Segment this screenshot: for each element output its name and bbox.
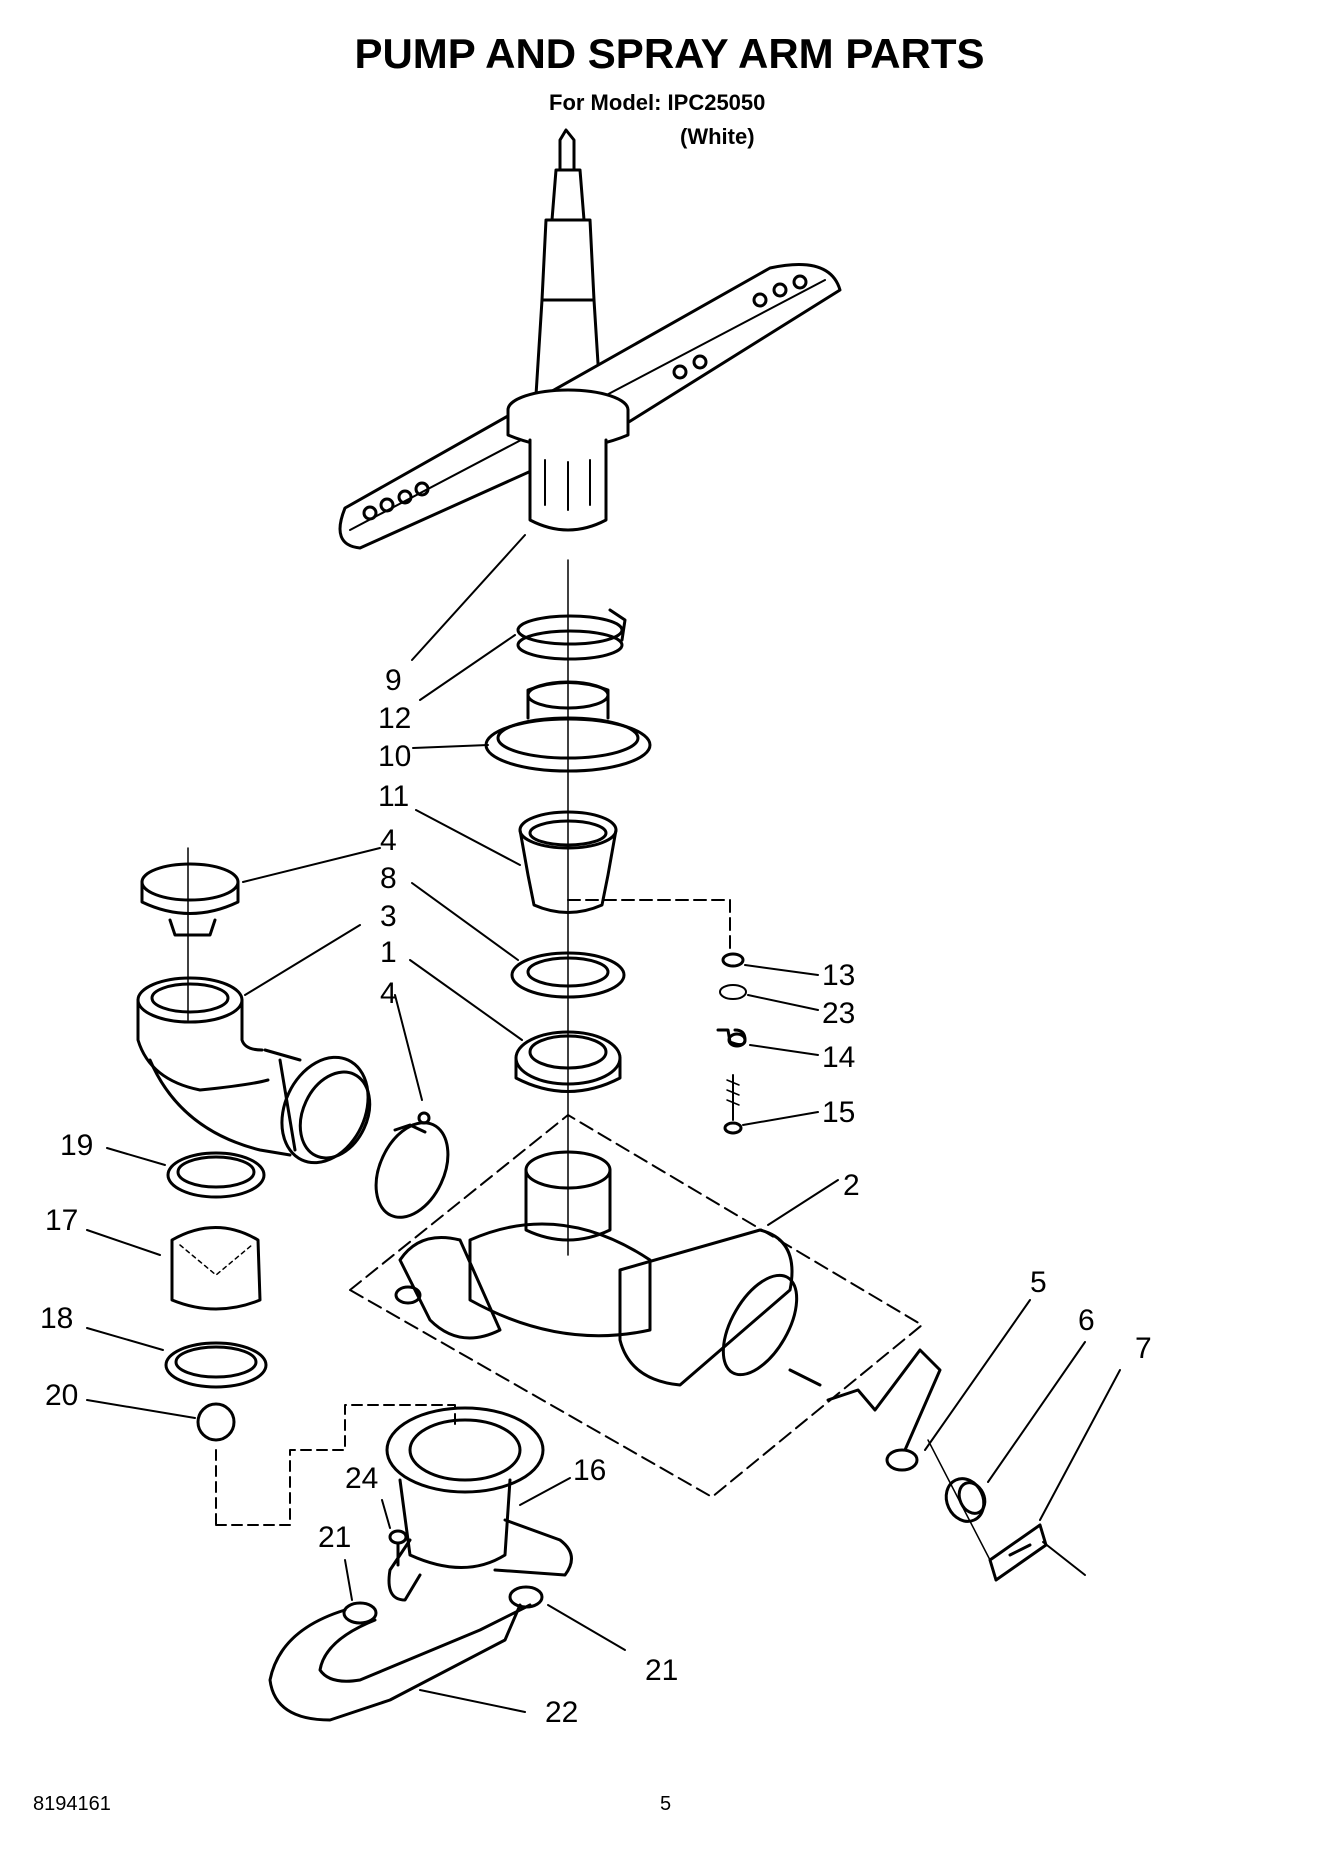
- callout-16: 16: [573, 1454, 606, 1487]
- callout-15: 15: [822, 1096, 855, 1129]
- callout-14: 14: [822, 1041, 855, 1074]
- callout-13: 13: [822, 959, 855, 992]
- callout-23: 23: [822, 997, 855, 1030]
- sump-housing-part: [385, 1406, 573, 1602]
- filter-cup-part: [518, 810, 618, 914]
- callout-9: 9: [385, 664, 402, 697]
- callout-6: 6: [1078, 1304, 1095, 1337]
- bracket-line: [567, 899, 731, 956]
- elbow-hose-part: [136, 976, 372, 1165]
- retaining-ring-part: [516, 608, 627, 661]
- filter-parts-left: [164, 1151, 456, 1526]
- bushing-part: [944, 1477, 987, 1523]
- callout-8: 8: [380, 862, 397, 895]
- seal-part: [510, 951, 626, 999]
- callout-10: 10: [378, 740, 411, 773]
- page-title: PUMP AND SPRAY ARM PARTS: [354, 30, 985, 77]
- callout-21-right: 21: [645, 1654, 678, 1687]
- page-number: 5: [660, 1793, 672, 1815]
- callout-3: 3: [380, 900, 397, 933]
- callout-7: 7: [1135, 1332, 1152, 1365]
- callout-21-left: 21: [318, 1521, 351, 1554]
- callout-1: 1: [380, 936, 397, 969]
- drain-hose-part: [268, 1585, 544, 1722]
- callout-17: 17: [45, 1204, 78, 1237]
- gasket-plate-part: [927, 1439, 1086, 1582]
- callout-18: 18: [40, 1302, 73, 1335]
- callout-4-upper: 4: [380, 824, 397, 857]
- callout-24: 24: [345, 1462, 378, 1495]
- pump-motor-assembly: [349, 1114, 923, 1498]
- spray-arm-part: [338, 128, 842, 550]
- callout-19: 19: [60, 1129, 93, 1162]
- callout-labels: 9 12 10 11 4 8 3 1 4 13 23 14 15 19 2 17…: [40, 664, 1152, 1729]
- spray-arm-nut-part: [484, 680, 652, 773]
- screw-part: [388, 1529, 408, 1567]
- document-number: 8194161: [33, 1793, 111, 1815]
- callout-11: 11: [378, 780, 409, 813]
- callout-22: 22: [545, 1696, 578, 1729]
- hose-clamp-lower-part: [374, 1111, 450, 1219]
- leader-lines: [86, 534, 1121, 1713]
- callout-5: 5: [1030, 1266, 1047, 1299]
- callout-20: 20: [45, 1379, 78, 1412]
- callout-4-lower: 4: [380, 977, 397, 1010]
- gasket-part: [514, 1030, 622, 1093]
- fastener-parts: [716, 952, 747, 1135]
- hose-clamp-part: [140, 847, 240, 1021]
- model-line: For Model: IPC25050: [549, 90, 766, 115]
- spring-wire-part: [826, 1348, 942, 1472]
- color-line: (White): [680, 124, 755, 149]
- callout-12: 12: [378, 702, 411, 735]
- callout-2: 2: [843, 1169, 860, 1202]
